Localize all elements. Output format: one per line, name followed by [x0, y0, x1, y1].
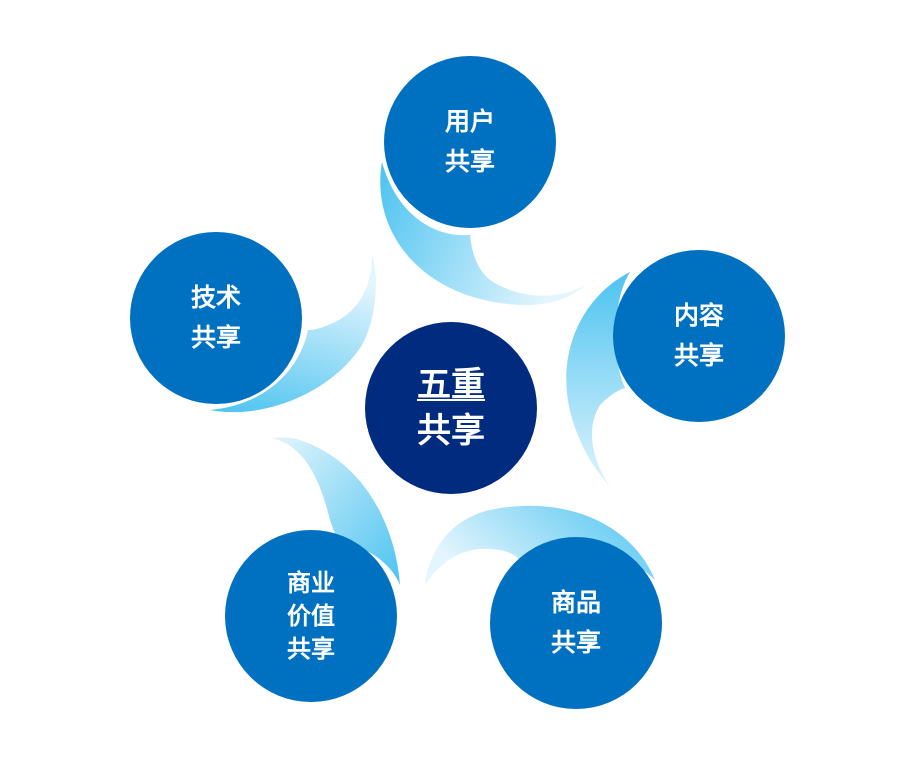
node-tech-line2: 共享: [190, 323, 241, 352]
swoosh-user-to-content: [380, 162, 585, 306]
node-content-line2: 共享: [673, 341, 724, 370]
node-user-sharing: 用户 共享: [384, 56, 556, 228]
center-line2: 共享: [417, 411, 485, 451]
center-line1: 五重: [417, 365, 485, 405]
node-tech-sharing: 技术 共享: [130, 232, 302, 404]
node-business-line2: 价值: [287, 601, 335, 630]
node-tech-line1: 技术: [190, 283, 241, 312]
swoosh-business-to-tech: [272, 437, 400, 585]
node-business-line1: 商业: [287, 568, 335, 597]
center-node-five-sharing: 五重 共享: [365, 322, 537, 494]
node-goods-sharing: 商品 共享: [490, 537, 662, 709]
node-goods-line1: 商品: [550, 588, 601, 617]
node-business-value-sharing: 商业 价值 共享: [225, 530, 397, 702]
node-business-line3: 共享: [287, 634, 335, 663]
node-content-line1: 内容: [673, 301, 724, 330]
node-user-line2: 共享: [444, 147, 495, 176]
node-content-sharing: 内容 共享: [613, 250, 785, 422]
node-goods-line2: 共享: [550, 628, 601, 657]
swoosh-tech-to-user: [210, 255, 376, 413]
node-user-line1: 用户: [444, 107, 495, 136]
